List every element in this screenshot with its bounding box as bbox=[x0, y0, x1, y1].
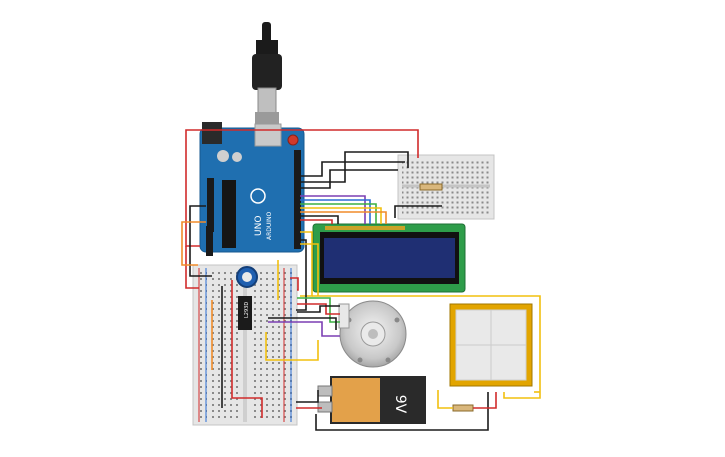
board-brand-label: ARDUINO bbox=[266, 211, 273, 240]
small-breadboard[interactable] bbox=[397, 154, 495, 220]
main-breadboard[interactable] bbox=[192, 264, 298, 426]
wires bbox=[181, 129, 541, 431]
touch-screen-panel[interactable] bbox=[449, 303, 533, 387]
potentiometer[interactable] bbox=[236, 266, 258, 288]
lcd-16x2[interactable] bbox=[312, 223, 466, 293]
l293d-driver-chip[interactable]: L293D bbox=[238, 296, 252, 330]
arduino-uno-board[interactable]: UNO ARDUINO bbox=[199, 122, 305, 256]
battery-label: 9V bbox=[392, 395, 408, 414]
board-name-label: UNO bbox=[254, 216, 264, 236]
chip-label: L293D bbox=[244, 302, 250, 318]
resistor-bottom[interactable] bbox=[452, 404, 474, 412]
usb-cable[interactable] bbox=[252, 22, 282, 128]
servo-motor[interactable] bbox=[338, 300, 407, 368]
battery-9v[interactable]: 9V bbox=[317, 376, 426, 424]
resistor[interactable] bbox=[419, 183, 443, 191]
